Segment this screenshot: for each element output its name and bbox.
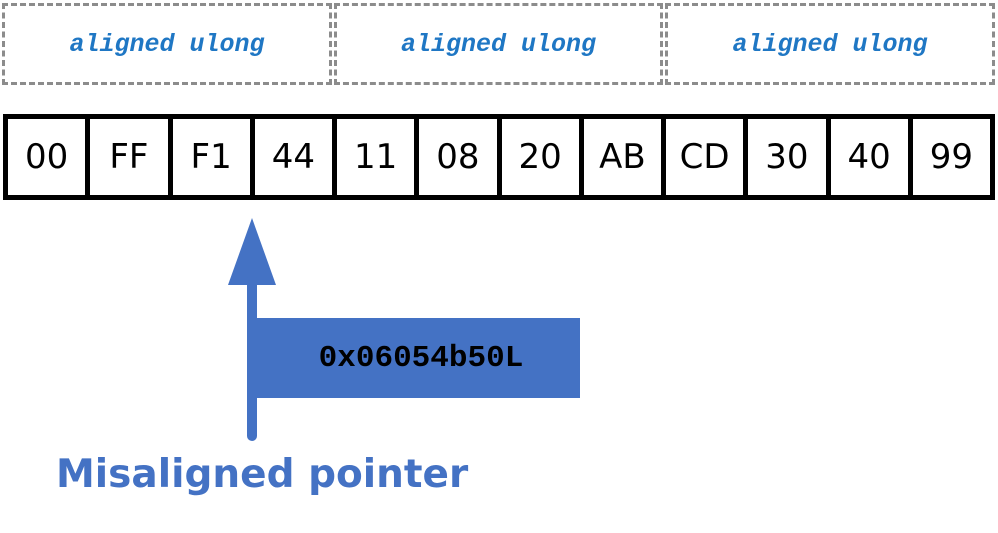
byte-cell: 40 [831, 119, 913, 195]
byte-cell: 99 [929, 137, 973, 177]
byte-cell: 20 [502, 119, 584, 195]
byte-cell: 44 [255, 119, 337, 195]
aligned-ulong-group-1: aligned ulong [2, 3, 332, 85]
aligned-ulong-label: aligned ulong [400, 29, 597, 59]
byte-cell: AB [584, 119, 666, 195]
pointer-value: 0x06054b50L [318, 340, 524, 376]
byte-cell: F1 [173, 119, 255, 195]
aligned-ulong-label: aligned ulong [732, 29, 928, 59]
aligned-ulong-label: aligned ulong [69, 29, 265, 59]
byte-cell: FF [90, 119, 173, 195]
byte-row: 00 FF F1 44 11 08 20 AB CD 30 40 99 [3, 114, 995, 200]
byte-cell: 08 [419, 119, 502, 195]
misaligned-pointer-caption: Misaligned pointer [56, 452, 469, 497]
byte-cell: 11 [337, 119, 420, 195]
byte-cell: CD [666, 119, 749, 195]
aligned-ulong-group-2: aligned ulong [334, 3, 663, 85]
arrow-head-icon [228, 218, 276, 285]
aligned-ulong-group-3: aligned ulong [665, 3, 995, 85]
byte-cell: 00 [8, 119, 91, 195]
byte-cell: 30 [748, 119, 831, 195]
pointer-value-box [256, 318, 580, 398]
